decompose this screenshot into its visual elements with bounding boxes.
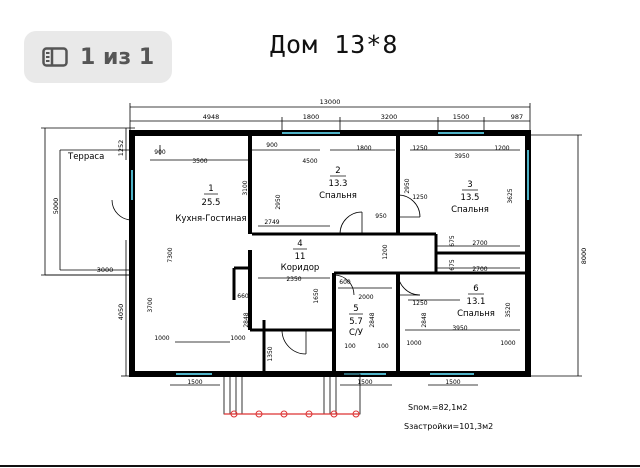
dim-total-height: 8000 [580,248,588,265]
summary-area-rooms: Sпом.=82,1м2 [408,403,467,412]
dim-1000b: 1000 [230,335,245,342]
dim-top-3: 3200 [381,113,398,121]
dim-1000a: 1000 [154,335,169,342]
dim-1500b: 1500 [357,379,372,386]
room-6-name: Спальня [457,309,495,319]
dim-900b: 900 [266,142,278,149]
dim-1250b: 1250 [412,194,427,201]
dim-top-4: 1500 [453,113,470,121]
dim-2848a: 2848 [243,312,250,327]
dim-600: 600 [339,279,351,286]
doors [111,194,421,355]
room-labels: 1 25.5 Кухня-Гостиная 2 13.3 Спальня 3 1… [175,166,495,338]
dim-offset: 1252 [117,140,125,157]
dim-1650: 1650 [313,288,320,303]
dim-lower: 4050 [117,304,125,321]
room-4-area: 11 [295,252,306,262]
dim-terrace-depth: 5000 [52,198,60,215]
dim-1350: 1350 [267,346,274,361]
image-counter-badge[interactable]: 1 из 1 [24,31,172,83]
dim-3100: 3100 [242,180,249,195]
room-1-num: 1 [208,184,213,194]
room-1-area: 25.5 [202,198,221,208]
dim-2350: 2350 [286,276,301,283]
dim-1500c: 1500 [445,379,460,386]
dim-1000c: 1000 [406,340,421,347]
dim-2848c: 2848 [421,312,428,327]
room-6-area: 13.1 [467,297,486,307]
dim-900a: 900 [154,149,166,156]
room-1-name: Кухня-Гостиная [175,214,246,224]
room-3-name: Спальня [451,205,489,215]
dim-3700: 3700 [147,297,154,312]
windows [131,132,529,375]
room-6-num: 6 [473,284,478,294]
dim-terrace-width: 3000 [97,266,114,274]
dim-top-1: 4948 [203,113,220,121]
gallery-icon [42,47,68,67]
terrace-label: Терраса [67,152,104,162]
dim-top-5: 987 [511,113,523,121]
dim-3500: 3500 [192,158,207,165]
room-2-name: Спальня [319,191,357,201]
dim-3950b: 3950 [452,325,467,332]
dim-1500a: 1500 [187,379,202,386]
dim-950: 950 [375,213,387,220]
dimension-lines [41,103,582,386]
dim-2950b: 2950 [404,178,411,193]
page-title: Дом 13*8 [270,30,399,59]
room-5-area: 5.7 [349,317,363,327]
dim-2000: 2000 [358,294,373,301]
dim-4500: 4500 [302,158,317,165]
dim-2749: 2749 [264,219,279,226]
room-4-name: Коридор [281,263,320,273]
room-5-name: С/У [349,328,364,338]
dim-1250c: 1250 [412,300,427,307]
dim-675a: 675 [449,235,456,247]
dim-3625: 3625 [507,188,514,203]
porch [223,373,361,415]
dim-1200a: 1200 [494,145,509,152]
dim-3520: 3520 [505,302,512,317]
dim-top-2: 1800 [303,113,320,121]
dim-3950a: 3950 [454,153,469,160]
dim-100b: 100 [377,343,389,350]
walls [129,130,531,377]
dim-2950a: 2950 [275,194,282,209]
dim-660: 660 [237,293,249,300]
dim-1250a: 1250 [412,145,427,152]
room-3-area: 13.5 [461,193,480,203]
dim-100a: 100 [344,343,356,350]
dim-2700a: 2700 [472,240,487,247]
room-2-num: 2 [335,166,340,176]
dim-2848b: 2848 [369,312,376,327]
image-counter-text: 1 из 1 [80,44,155,70]
dim-675b: 675 [449,259,456,271]
dim-1000d: 1000 [500,340,515,347]
room-5-num: 5 [353,304,358,314]
dim-1200b: 1200 [382,244,389,259]
dim-total-width: 13000 [320,98,341,106]
dim-1800: 1800 [356,145,371,152]
dim-2700b: 2700 [472,266,487,273]
summary-area-build: Sзастройки=101,3м2 [404,422,493,431]
dim-7300: 7300 [167,247,174,262]
room-2-area: 13.3 [329,179,348,189]
room-4-num: 4 [297,239,302,249]
room-3-num: 3 [467,180,472,190]
